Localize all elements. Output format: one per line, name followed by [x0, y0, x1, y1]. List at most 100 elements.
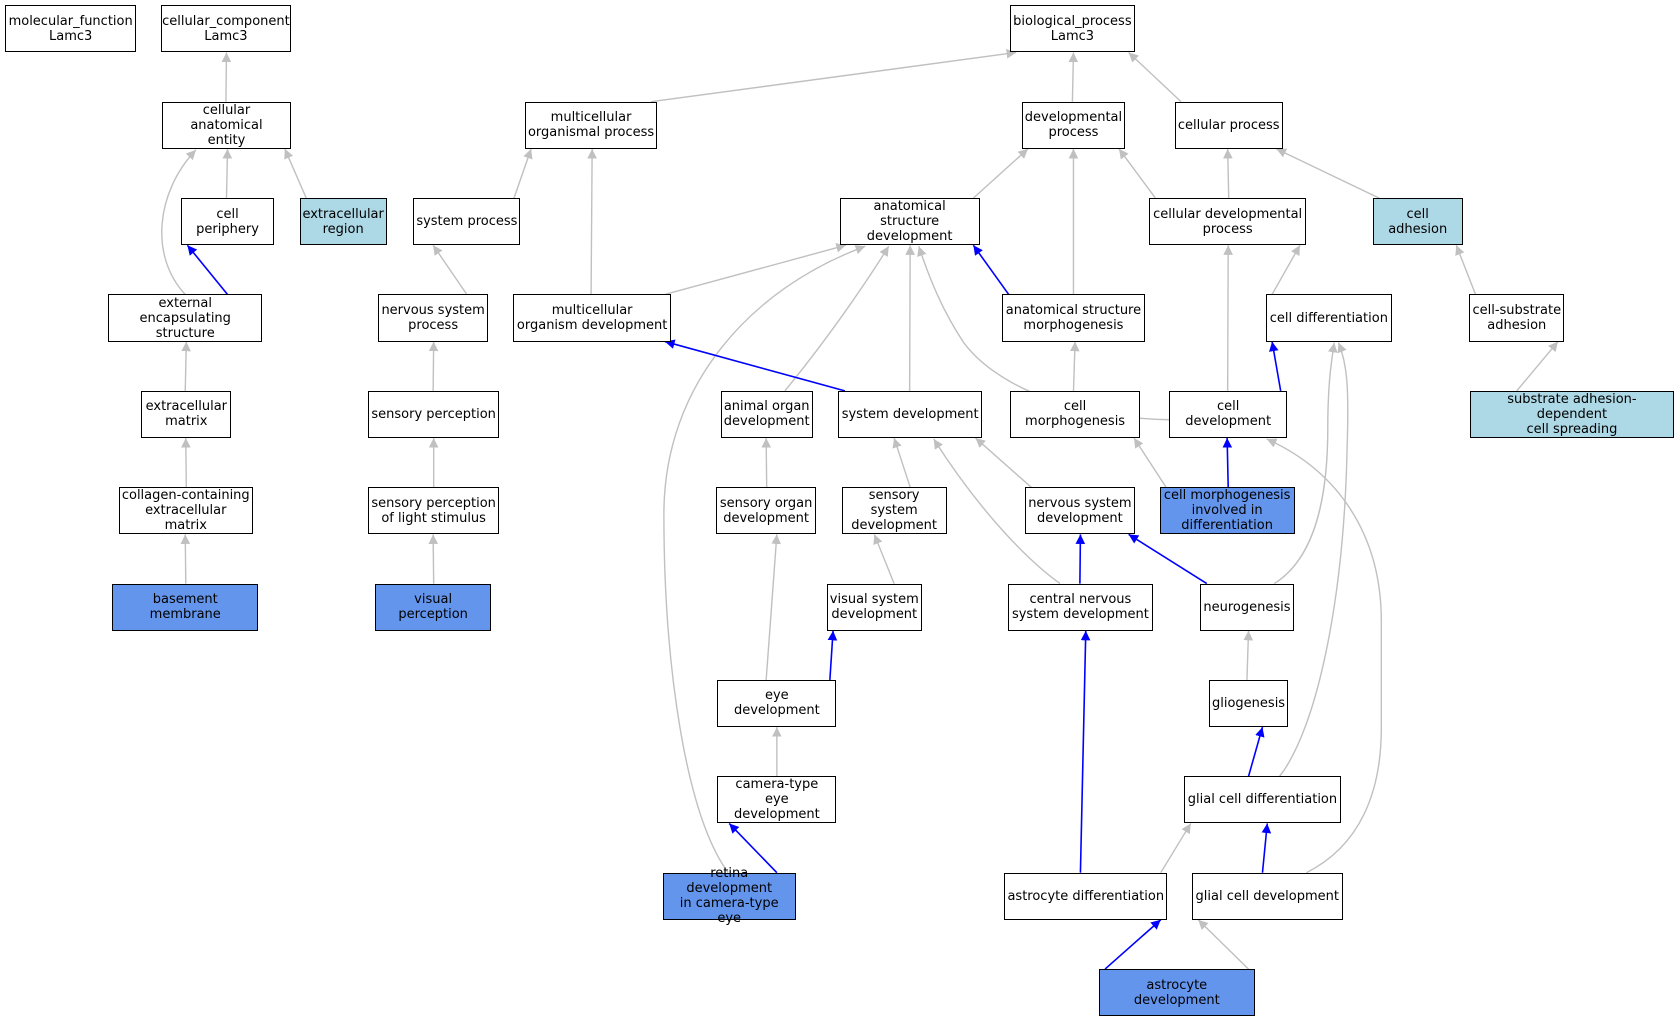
edge-rdcte-to-asd [664, 245, 865, 872]
edge-mod-to-mop [587, 149, 597, 295]
edge-cae-to-cc [221, 52, 232, 101]
node-nervous-system-development[interactable]: nervous system development [1024, 487, 1136, 535]
edge-gcdev-to-gcdiff [1261, 823, 1272, 872]
node-collagen-containing-extracellular-matrix[interactable]: collagen-containing extracellular matrix [118, 487, 253, 535]
node-sensory-organ-development[interactable]: sensory organ development [716, 487, 816, 535]
node-visual-system-development[interactable]: visual system development [826, 583, 922, 631]
node-cellular-component[interactable]: cellular_component Lamc3 [160, 5, 292, 53]
node-glial-cell-differentiation[interactable]: glial cell differentiation [1184, 776, 1341, 824]
node-extracellular-matrix[interactable]: extracellular matrix [141, 390, 232, 438]
node-eye-development[interactable]: eye development [717, 679, 837, 728]
node-cell-development[interactable]: cell development [1169, 390, 1288, 438]
edge-sysd-to-asd [905, 245, 915, 391]
node-anatomical-structure-morphogenesis[interactable]: anatomical structure morphogenesis [1002, 294, 1145, 342]
edge-sysp-to-mop [514, 149, 533, 198]
edge-neur-to-cdiff [1274, 343, 1338, 584]
edge-nsp-to-sysp [433, 245, 467, 294]
node-cellular-developmental-process[interactable]: cellular developmental process [1148, 198, 1307, 246]
edge-cnsd-to-nsd [1075, 534, 1086, 583]
edge-cmid-to-celld [1222, 438, 1233, 487]
node-multicellular-organism-development[interactable]: multicellular organism development [512, 294, 672, 342]
node-multicellular-organismal-process[interactable]: multicellular organismal process [524, 101, 658, 149]
edge-celld-to-cdp [1223, 245, 1233, 391]
edge-asm-to-asd [973, 245, 1008, 294]
edge-mop-to-bp [651, 48, 1016, 101]
node-extracellular-region[interactable]: extracellular region [299, 198, 387, 246]
edge-cmorph-to-asm [1069, 342, 1080, 391]
edge-eyed-to-sod [766, 534, 781, 680]
node-neurogenesis[interactable]: neurogenesis [1200, 583, 1294, 631]
edge-ees-to-cae [162, 150, 196, 295]
edge-eyed-to-vsd [827, 631, 838, 680]
node-cellular-anatomical-entity[interactable]: cellular anatomical entity [161, 101, 292, 149]
node-nervous-system-process[interactable]: nervous system process [377, 294, 489, 342]
edge-cellp-to-bp [1129, 52, 1181, 101]
node-basement-membrane[interactable]: basement membrane [112, 583, 259, 631]
edge-csa-to-cadh [1455, 245, 1475, 294]
node-astrocyte-development[interactable]: astrocyte development [1098, 969, 1255, 1017]
edge-sysd-to-mod [665, 339, 845, 391]
node-sensory-system-development[interactable]: sensory system development [841, 487, 947, 535]
node-molecular-function[interactable]: molecular_function Lamc3 [5, 5, 136, 53]
edge-gcdiff-to-cdiff [1280, 343, 1348, 777]
edge-cadh-to-cellp [1276, 149, 1379, 198]
node-visual-perception[interactable]: visual perception [374, 583, 492, 631]
edge-sod-to-aod [761, 438, 772, 487]
edge-glio-to-neur [1243, 631, 1254, 680]
edge-rdcte-to-cted [729, 823, 777, 872]
edge-bm-to-ccecm [180, 534, 191, 583]
node-glial-cell-development[interactable]: glial cell development [1191, 872, 1343, 920]
node-system-process[interactable]: system process [413, 198, 521, 246]
edge-astdiff-to-gcdiff [1161, 823, 1191, 872]
node-anatomical-structure-development[interactable]: anatomical structure development [839, 198, 980, 246]
edge-sper-to-nsp [428, 342, 439, 391]
edge-vp-to-spls [428, 534, 439, 583]
node-central-nervous-system-development[interactable]: central nervous system development [1007, 583, 1154, 631]
edge-vsd-to-ssd [873, 534, 894, 583]
edge-astdev-to-astdiff [1105, 920, 1161, 969]
edge-cnsd-to-sysd [934, 439, 1060, 584]
node-sensory-perception-of-light-stimulus[interactable]: sensory perception of light stimulus [368, 487, 499, 535]
node-camera-type-eye-development[interactable]: camera-type eye development [717, 776, 837, 824]
node-cell-adhesion[interactable]: cell adhesion [1372, 198, 1463, 246]
node-gliogenesis[interactable]: gliogenesis [1208, 679, 1289, 728]
node-cell-morphogenesis-involved-in-differentiation[interactable]: cell morphogenesis involved in different… [1159, 487, 1295, 535]
edge-nsd-to-sysd [975, 438, 1031, 487]
node-animal-organ-development[interactable]: animal organ development [720, 390, 813, 438]
edge-celld-to-cdiff [1269, 342, 1281, 391]
node-retina-development-in-camera-type-eye[interactable]: retina development in camera-type eye [662, 866, 796, 926]
edge-exreg-to-cae [285, 149, 306, 198]
edge-ecm-to-ees [181, 342, 191, 391]
edge-cdp-to-devp [1119, 149, 1155, 198]
node-external-encapsulating-structure[interactable]: external encapsulating structure [108, 294, 263, 342]
edge-cdiff-to-cdp [1272, 245, 1300, 294]
node-sensory-perception[interactable]: sensory perception [368, 390, 499, 438]
edge-mod-to-asd [665, 243, 846, 294]
edge-neur-to-nsd [1129, 534, 1207, 583]
edge-cper-to-cae [222, 149, 233, 198]
node-cell-periphery[interactable]: cell periphery [180, 198, 275, 246]
edge-devp-to-bp [1068, 52, 1079, 101]
node-system-development[interactable]: system development [838, 390, 982, 438]
edge-cmid-to-cmorph [1134, 438, 1166, 487]
edge-gcdev-to-celld [1267, 439, 1382, 873]
node-biological-process[interactable]: biological_process Lamc3 [1009, 5, 1136, 53]
edge-sadcs-to-csa [1517, 342, 1558, 391]
node-cellular-process[interactable]: cellular process [1174, 101, 1283, 149]
edge-ssd-to-sysd [892, 438, 910, 487]
edge-astdiff-to-cnsd [1080, 631, 1091, 873]
edge-astdev-to-gcdev [1198, 920, 1248, 969]
node-developmental-process[interactable]: developmental process [1021, 101, 1126, 149]
edge-cdp-to-cellp [1223, 149, 1233, 198]
node-substrate-adhesion-dependent-cell-spreading[interactable]: substrate adhesion-dependent cell spread… [1470, 390, 1674, 438]
node-astrocyte-differentiation[interactable]: astrocyte differentiation [1004, 872, 1168, 920]
node-cell-differentiation[interactable]: cell differentiation [1265, 294, 1393, 342]
edge-ccecm-to-ecm [181, 438, 191, 487]
node-cell-morphogenesis[interactable]: cell morphogenesis [1009, 390, 1141, 438]
edge-aod-to-asd [785, 246, 889, 391]
node-cell-substrate-adhesion[interactable]: cell-substrate adhesion [1469, 294, 1565, 342]
edge-ees-to-cper [187, 245, 227, 294]
edge-asd-to-devp [973, 149, 1028, 198]
